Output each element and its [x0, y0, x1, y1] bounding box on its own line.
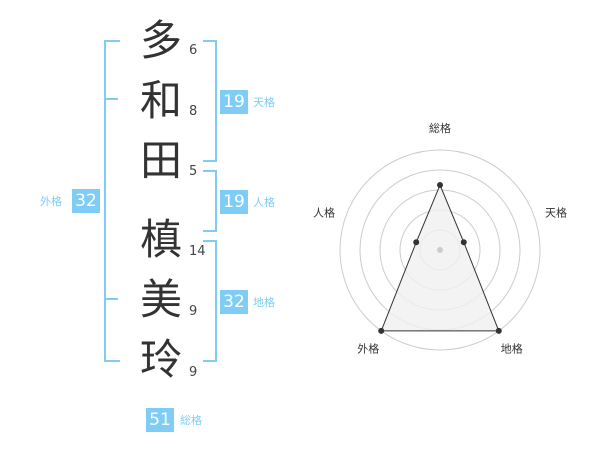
- soukaku-label: 総格: [180, 414, 202, 427]
- jinkaku-label: 人格: [253, 196, 275, 209]
- soukaku-score: 51: [146, 408, 174, 432]
- radar-center: [437, 247, 443, 253]
- name-char-1: 多: [139, 16, 182, 65]
- radar-axis-label: 外格: [357, 342, 379, 356]
- name-char-6: 玲: [139, 335, 182, 384]
- tenkaku-label: 天格: [253, 96, 275, 109]
- name-char-3: 田: [139, 136, 182, 185]
- chikaku-label: 地格: [253, 296, 275, 309]
- radar-point: [437, 182, 443, 188]
- stroke-count-3: 5: [189, 164, 198, 179]
- radar-axis-label: 天格: [545, 205, 567, 219]
- stroke-count-5: 9: [189, 304, 198, 319]
- stroke-count-1: 6: [189, 43, 198, 58]
- radar-point: [378, 327, 385, 334]
- jinkaku-bracket: [203, 170, 217, 232]
- bracket-tick: [104, 298, 118, 300]
- gaikaku-bracket: [104, 40, 120, 362]
- radar-axis-label: 人格: [313, 205, 335, 219]
- bracket-tick: [104, 98, 118, 100]
- radar-point: [495, 327, 502, 334]
- radar-point: [413, 239, 420, 246]
- radar-axis-label: 地格: [501, 342, 523, 356]
- tenkaku-bracket: [203, 40, 217, 162]
- tenkaku-score: 19: [220, 90, 248, 114]
- name-char-5: 美: [139, 275, 182, 324]
- radar-point: [460, 239, 467, 246]
- chikaku-score: 32: [220, 290, 248, 314]
- gaikaku-score: 32: [72, 189, 100, 213]
- gaikaku-label: 外格: [40, 195, 62, 208]
- radar-ring: [339, 149, 541, 351]
- radar-axis-label: 総格: [429, 121, 451, 135]
- chikaku-bracket: [203, 240, 217, 362]
- radar-area: [380, 183, 500, 332]
- stroke-count-6: 9: [189, 365, 198, 380]
- jinkaku-score: 19: [220, 190, 248, 214]
- stroke-count-4: 14: [189, 244, 206, 259]
- stroke-count-2: 8: [189, 104, 198, 119]
- name-char-2: 和: [139, 76, 182, 125]
- name-char-4: 槙: [139, 215, 182, 264]
